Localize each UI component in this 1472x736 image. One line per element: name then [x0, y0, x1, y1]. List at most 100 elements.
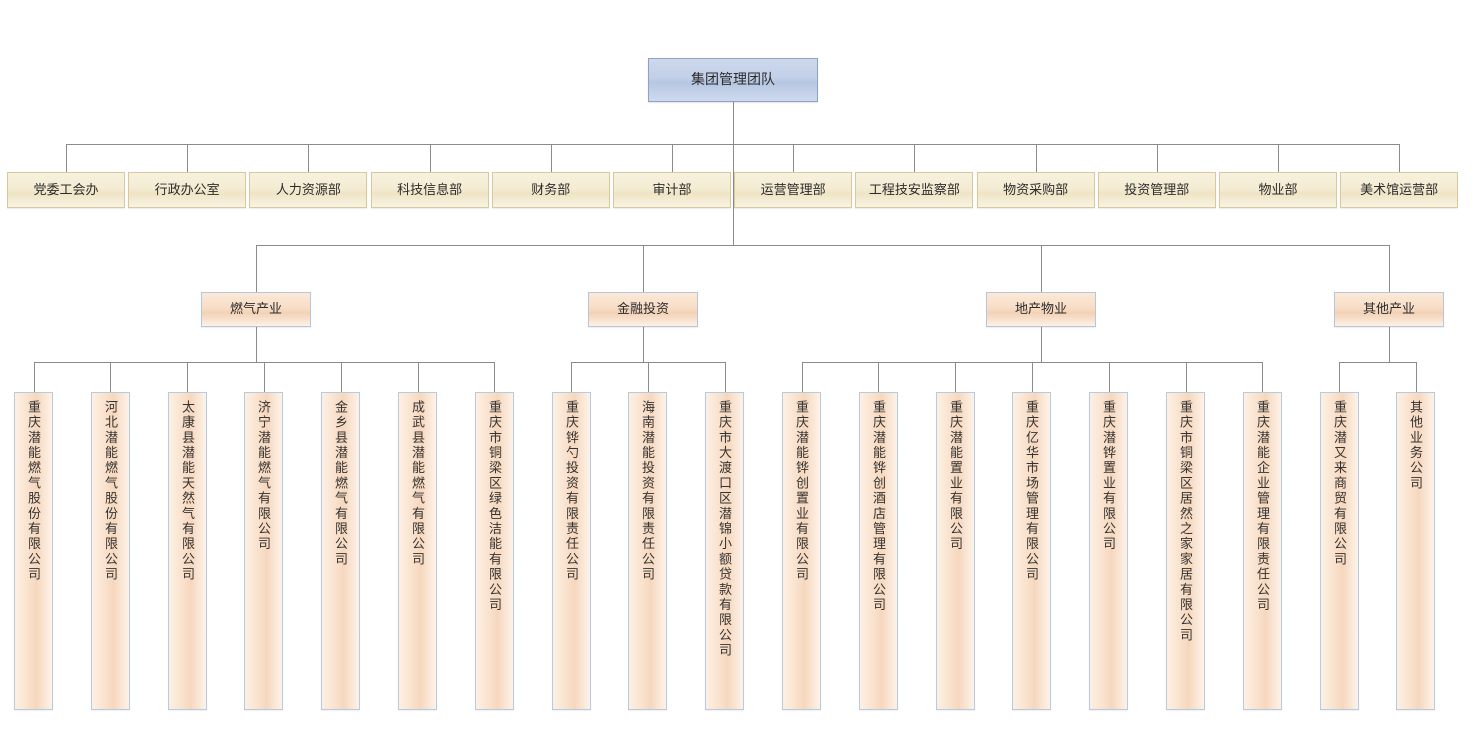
org-node-subsidiary[interactable]: 重庆市铜梁区绿色洁能有限公司 [475, 392, 514, 710]
org-node-department[interactable]: 工程技安监察部 [855, 172, 974, 208]
connector-line [1041, 327, 1042, 362]
org-node-subsidiary[interactable]: 重庆市铜梁区居然之家家居有限公司 [1166, 392, 1205, 710]
org-node-department[interactable]: 运营管理部 [734, 172, 853, 208]
connector-line [571, 362, 725, 363]
org-node-subsidiary[interactable]: 成武县潜能燃气有限公司 [398, 392, 437, 710]
connector-line [643, 327, 644, 362]
org-node-department-label: 行政办公室 [154, 181, 220, 197]
org-node-subsidiary-label: 重庆潜能铧创酒店管理有限公司 [871, 400, 886, 613]
connector-line [802, 362, 803, 392]
org-node-subsidiary[interactable]: 重庆潜能置业有限公司 [936, 392, 975, 710]
connector-line [1399, 144, 1400, 172]
org-node-root[interactable]: 集团管理团队 [648, 58, 818, 102]
org-node-department[interactable]: 物业部 [1219, 172, 1337, 208]
connector-line [1109, 362, 1110, 392]
org-node-department[interactable]: 物资采购部 [976, 172, 1095, 208]
connector-line [725, 362, 726, 392]
org-node-subsidiary-label: 重庆潜能铧创置业有限公司 [794, 400, 809, 583]
connector-line [418, 362, 419, 392]
org-node-subsidiary[interactable]: 重庆亿华市场管理有限公司 [1012, 392, 1051, 710]
connector-line [955, 362, 956, 392]
connector-line [494, 362, 495, 392]
org-node-department[interactable]: 财务部 [491, 172, 610, 208]
org-node-subsidiary-label: 成武县潜能燃气有限公司 [410, 400, 425, 568]
org-node-division[interactable]: 地产物业 [986, 292, 1096, 327]
connector-line [66, 144, 1399, 145]
org-node-department-label: 科技信息部 [397, 181, 463, 197]
org-node-department[interactable]: 美术馆运营部 [1340, 172, 1459, 208]
org-node-department-label: 工程技安监察部 [868, 181, 960, 197]
connector-line [1186, 362, 1187, 392]
org-node-root-label: 集团管理团队 [691, 71, 775, 88]
org-node-subsidiary[interactable]: 重庆市大渡口区潜锦小额贷款有限公司 [705, 392, 744, 710]
connector-line [643, 245, 644, 292]
org-node-subsidiary-label: 重庆亿华市场管理有限公司 [1024, 400, 1039, 583]
org-node-subsidiary-label: 济宁潜能燃气有限公司 [256, 400, 271, 552]
connector-line [34, 362, 494, 363]
connector-line [802, 362, 1262, 363]
connector-line [1339, 362, 1416, 363]
org-node-subsidiary[interactable]: 重庆潜能铧创置业有限公司 [782, 392, 821, 710]
org-node-division-label: 其他产业 [1362, 301, 1415, 317]
org-node-department-label: 投资管理部 [1124, 181, 1190, 197]
org-node-department-label: 审计部 [652, 181, 692, 197]
connector-line [571, 362, 572, 392]
org-node-department[interactable]: 投资管理部 [1097, 172, 1216, 208]
org-node-subsidiary-label: 重庆铧勺投资有限责任公司 [564, 400, 579, 583]
org-node-subsidiary-label: 重庆潜能燃气股份有限公司 [26, 400, 41, 583]
org-node-department[interactable]: 审计部 [613, 172, 731, 208]
connector-line [1278, 144, 1279, 172]
org-node-subsidiary-label: 重庆潜能企业管理有限责任公司 [1255, 400, 1270, 613]
connector-line [1339, 362, 1340, 392]
org-node-subsidiary-label: 河北潜能燃气股份有限公司 [103, 400, 118, 583]
org-node-department-label: 美术馆运营部 [1360, 181, 1439, 197]
org-node-subsidiary[interactable]: 太康县潜能天然气有限公司 [168, 392, 207, 710]
org-node-subsidiary[interactable]: 重庆潜能燃气股份有限公司 [14, 392, 53, 710]
org-node-department-label: 党委工会办 [33, 181, 99, 197]
connector-line [914, 144, 915, 172]
org-node-department[interactable]: 人力资源部 [249, 172, 368, 208]
org-node-subsidiary-label: 其他业务公司 [1408, 400, 1423, 492]
connector-line [110, 362, 111, 392]
connector-line [672, 144, 673, 172]
org-node-department-label: 财务部 [531, 181, 571, 197]
org-node-subsidiary[interactable]: 重庆铧勺投资有限责任公司 [552, 392, 591, 710]
org-node-division[interactable]: 燃气产业 [201, 292, 311, 327]
connector-line [264, 362, 265, 392]
org-node-subsidiary[interactable]: 河北潜能燃气股份有限公司 [91, 392, 130, 710]
org-node-division[interactable]: 金融投资 [588, 292, 698, 327]
org-node-subsidiary[interactable]: 重庆潜能企业管理有限责任公司 [1243, 392, 1282, 710]
org-node-department[interactable]: 行政办公室 [128, 172, 247, 208]
connector-line [430, 144, 431, 172]
org-node-subsidiary[interactable]: 其他业务公司 [1396, 392, 1435, 710]
org-node-subsidiary-label: 海南潜能投资有限责任公司 [640, 400, 655, 583]
org-node-division-label: 燃气产业 [229, 301, 282, 317]
org-node-subsidiary[interactable]: 重庆潜能铧创酒店管理有限公司 [859, 392, 898, 710]
org-node-department[interactable]: 科技信息部 [370, 172, 489, 208]
org-node-department[interactable]: 党委工会办 [7, 172, 125, 208]
connector-line [256, 327, 257, 362]
org-node-subsidiary[interactable]: 海南潜能投资有限责任公司 [628, 392, 667, 710]
connector-line [1036, 144, 1037, 172]
org-node-subsidiary[interactable]: 济宁潜能燃气有限公司 [244, 392, 283, 710]
connector-line [1032, 362, 1033, 392]
connector-line [341, 362, 342, 392]
org-node-division[interactable]: 其他产业 [1334, 292, 1444, 327]
connector-line [1389, 245, 1390, 292]
connector-line [793, 144, 794, 172]
connector-line [256, 245, 257, 292]
connector-line [66, 144, 67, 172]
connector-line [34, 362, 35, 392]
org-node-subsidiary[interactable]: 重庆潜又来商贸有限公司 [1320, 392, 1359, 710]
org-node-subsidiary[interactable]: 金乡县潜能燃气有限公司 [321, 392, 360, 710]
connector-line [308, 144, 309, 172]
org-node-subsidiary-label: 太康县潜能天然气有限公司 [180, 400, 195, 583]
org-node-department-label: 人力资源部 [275, 181, 341, 197]
connector-line [187, 144, 188, 172]
org-node-subsidiary-label: 重庆市铜梁区绿色洁能有限公司 [487, 400, 502, 613]
connector-line [1041, 245, 1042, 292]
connector-line [1262, 362, 1263, 392]
connector-line [187, 362, 188, 392]
org-node-subsidiary[interactable]: 重庆潜铧置业有限公司 [1089, 392, 1128, 710]
